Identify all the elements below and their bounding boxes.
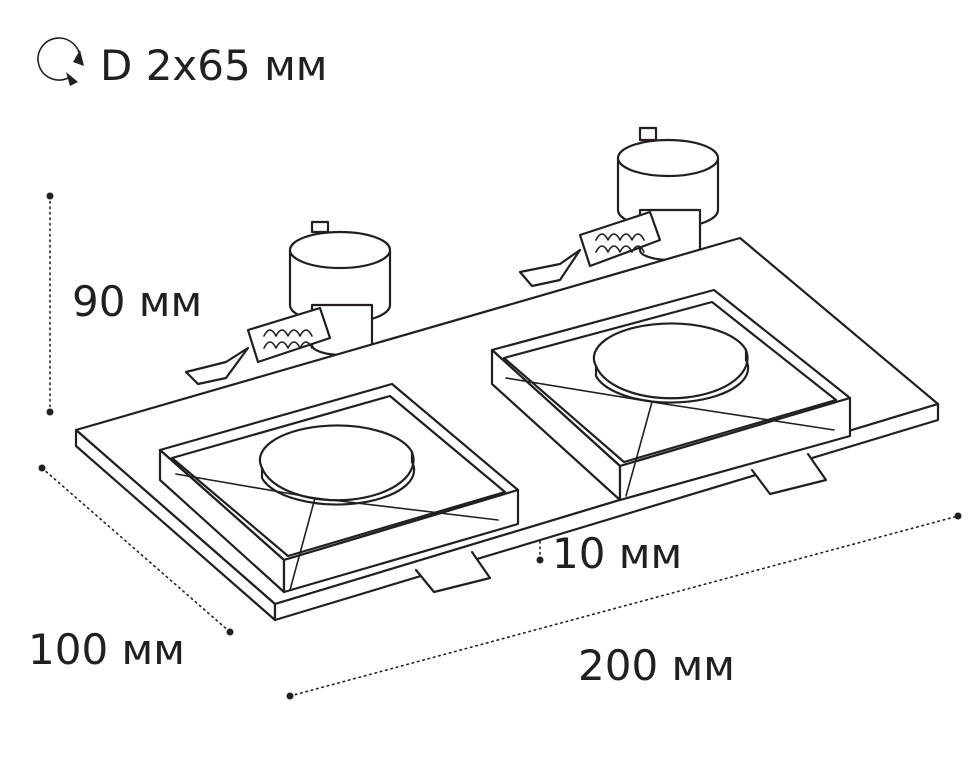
height-dimension-guide bbox=[46, 192, 54, 416]
diameter-label: D 2x65 мм bbox=[100, 41, 327, 90]
square-cup-right bbox=[490, 288, 852, 502]
rear-module-right bbox=[518, 126, 720, 288]
rear-module-left bbox=[184, 220, 392, 386]
depth-label: 100 мм bbox=[28, 625, 185, 674]
height-label: 90 мм bbox=[72, 277, 202, 326]
width-dimension-guide bbox=[286, 512, 962, 700]
depth-dimension-guide bbox=[38, 464, 234, 636]
bezel-label: 10 мм bbox=[552, 529, 682, 578]
width-label: 200 мм bbox=[578, 641, 735, 690]
square-cup-left bbox=[158, 382, 520, 594]
rotate-arrow-icon bbox=[37, 37, 84, 86]
